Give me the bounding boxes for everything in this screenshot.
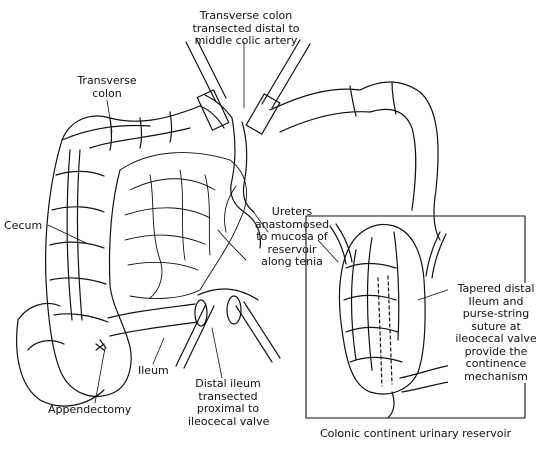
label-line: anastomosed: [254, 217, 330, 231]
label-line: provide the: [464, 344, 528, 358]
transverse-colon-label: Transverse colon: [74, 74, 140, 100]
ileum-clamps-drawing: [175, 301, 281, 369]
label-line: continence: [465, 357, 527, 370]
label-line: Tapered distal: [457, 282, 535, 295]
remaining-colon-drawing: [269, 81, 441, 241]
mesentery-drawing: [119, 152, 247, 299]
label-line: purse-string: [462, 307, 530, 320]
label-line: Transverse colon: [199, 9, 293, 22]
cecum-drawing: [16, 302, 107, 407]
label-line: Distal ileum: [195, 377, 261, 390]
ascending-colon-drawing: [45, 124, 151, 397]
label-line: proximal to: [196, 402, 260, 415]
label-line: colon: [92, 86, 122, 100]
label-line: transected: [198, 389, 258, 403]
appendectomy-label: Appendectomy: [48, 403, 132, 416]
label-line: Ureters: [271, 205, 313, 218]
label-line: suture at: [471, 319, 521, 333]
label-line: along tenia: [261, 255, 323, 268]
distal-ileum-label: Distal ileum transected proximal to ileo…: [188, 377, 270, 428]
transverse-colon-drawing: [61, 94, 233, 151]
reservoir-drawing: [329, 223, 466, 419]
label-line: Ileum and: [468, 294, 524, 308]
label-line: mechanism: [464, 369, 528, 383]
clamp-left-drawing: [185, 37, 230, 131]
ileum-drawing: [107, 288, 259, 337]
caption: Colonic continent urinary reservoir: [319, 427, 512, 440]
ureters-label: Ureters anastomosed to mucosa of reservo…: [250, 205, 334, 269]
label-line: transected distal to: [192, 21, 300, 35]
label-line: ileocecal valve: [455, 332, 537, 345]
transverse-colon-transected-label: Transverse colon transected distal to mi…: [184, 9, 308, 48]
label-line: ileocecal valve: [188, 414, 270, 428]
label-line: to mucosa of: [256, 230, 328, 243]
ileum-label: Ileum: [138, 364, 169, 377]
label-line: reservoir: [267, 242, 317, 256]
label-line: Transverse: [77, 74, 137, 87]
clamp-right-drawing: [245, 39, 311, 135]
label-line: middle colic artery: [194, 34, 298, 47]
tapered-distal-label: Tapered distal Ileum and purse-string su…: [448, 282, 544, 383]
cecum-label: Cecum: [4, 219, 43, 232]
middle-colic-vessels-drawing: [230, 117, 261, 249]
